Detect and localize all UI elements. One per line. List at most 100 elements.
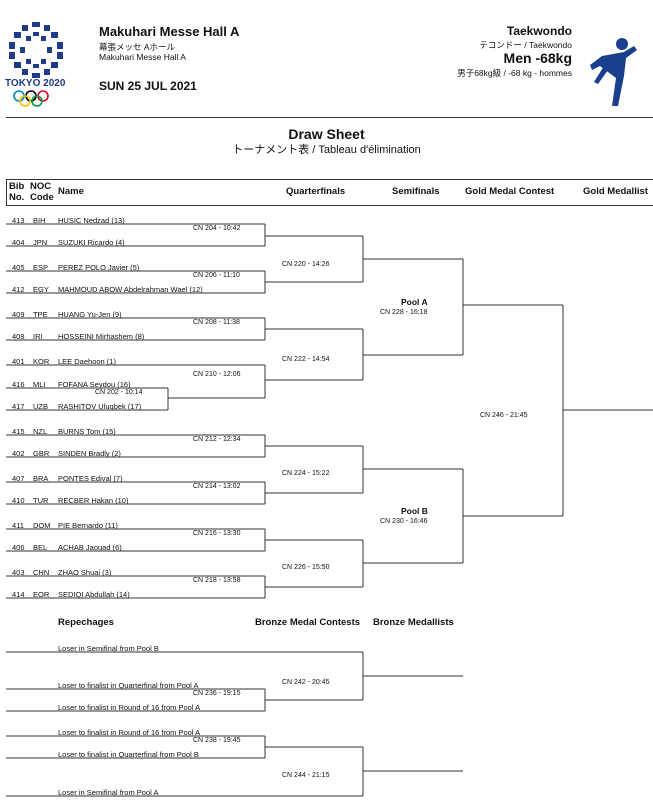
event-date: SUN 25 JUL 2021 bbox=[99, 79, 197, 93]
taekwondo-pictogram-icon bbox=[590, 38, 637, 106]
contest-label: CN 244 - 21:15 bbox=[282, 772, 330, 779]
contest-label: CN 218 - 13:58 bbox=[193, 577, 241, 584]
repechage-entry: Loser to finalist in Round of 16 from Po… bbox=[58, 703, 201, 712]
emblem-icon bbox=[9, 22, 63, 78]
contest-label: CN 242 - 20:45 bbox=[282, 679, 330, 686]
athlete-name: ACHAB Jaouad (6) bbox=[58, 543, 122, 552]
repechage-entry: Loser in Semifinal from Pool B bbox=[58, 644, 159, 653]
athlete-name: HOSSEINI Mirhashem (8) bbox=[58, 332, 145, 341]
contest-label: CN 212 - 12:34 bbox=[193, 436, 241, 443]
contest-label: CN 208 - 11:38 bbox=[193, 319, 240, 326]
athlete-noc: MLI bbox=[33, 380, 46, 389]
sport-name: Taekwondo bbox=[506, 24, 572, 38]
athlete-noc: BRA bbox=[33, 474, 49, 483]
pool-label: Pool A bbox=[401, 297, 428, 307]
athlete-name: SUZUKI Ricardo (4) bbox=[58, 238, 125, 247]
contest-label: CN 238 - 19:45 bbox=[193, 737, 241, 744]
athlete-noc: KOR bbox=[33, 357, 50, 366]
col-bronze-contests: Bronze Medal Contests bbox=[255, 617, 361, 628]
athlete-bib: 413 bbox=[12, 216, 25, 225]
athlete-noc: NZL bbox=[33, 427, 48, 436]
sport-subtitle: テコンドー / Taekwondo bbox=[479, 40, 572, 50]
athlete-bib: 412 bbox=[12, 285, 25, 294]
col-noc-1: NOC bbox=[30, 181, 52, 192]
athlete-bib: 416 bbox=[12, 380, 25, 389]
contest-label: CN 210 - 12:06 bbox=[193, 371, 241, 378]
tokyo-2020-logo: TOKYO 2020 bbox=[5, 20, 66, 110]
col-quarterfinals: Quarterfinals bbox=[286, 186, 346, 197]
contest-label: CN 220 - 14:26 bbox=[282, 261, 330, 268]
contest-label: CN 214 - 13:02 bbox=[193, 483, 241, 490]
contest-label: CN 228 - 16:18 bbox=[380, 309, 428, 316]
athlete-noc: TPE bbox=[33, 310, 48, 319]
event-name: Men -68kg bbox=[503, 50, 572, 66]
col-bronze-medallists: Bronze Medallists bbox=[373, 617, 454, 628]
col-gold-medallist: Gold Medallist bbox=[583, 186, 648, 197]
contest-label: CN 204 - 10:42 bbox=[193, 225, 241, 232]
athlete-name: PIE Bernardo (11) bbox=[58, 521, 118, 530]
col-bib-1: Bib bbox=[9, 181, 25, 192]
athlete-name: FOFANA Seydou (16) bbox=[58, 380, 131, 389]
athlete-bib: 401 bbox=[12, 357, 25, 366]
athlete-bib: 409 bbox=[12, 310, 25, 319]
event-subtitle: 男子68kg級 / -68 kg - hommes bbox=[457, 68, 572, 78]
col-noc-2: Code bbox=[30, 192, 54, 203]
col-name: Name bbox=[58, 186, 84, 197]
athlete-name: RASHITOV Ulugbek (17) bbox=[58, 402, 142, 411]
contest-label: CN 206 - 11:10 bbox=[193, 272, 240, 279]
athlete-bib: 407 bbox=[12, 474, 25, 483]
pool-label: Pool B bbox=[401, 506, 428, 516]
athlete-bib: 406 bbox=[12, 543, 25, 552]
repechage-entry: Loser to finalist in Quarterfinal from P… bbox=[58, 681, 199, 690]
sheet-title: Draw Sheet bbox=[288, 126, 365, 142]
athlete-bib: 415 bbox=[12, 427, 25, 436]
contest-label: CN 246 - 21:45 bbox=[480, 412, 528, 419]
header-divider bbox=[6, 117, 653, 118]
contest-label: CN 224 - 15:22 bbox=[282, 470, 330, 477]
athlete-bib: 402 bbox=[12, 449, 25, 458]
athlete-noc: BEL bbox=[33, 543, 48, 552]
athlete-bib: 405 bbox=[12, 263, 25, 272]
athlete-name: MAHMOUD ABOW Abdelrahman Wael (12) bbox=[58, 285, 203, 294]
athlete-bib: 403 bbox=[12, 568, 25, 577]
athlete-bib: 408 bbox=[12, 332, 25, 341]
athlete-noc: DOM bbox=[33, 521, 51, 530]
table-header-border bbox=[6, 205, 653, 206]
athlete-noc: BIH bbox=[33, 216, 46, 225]
col-repechages: Repechages bbox=[58, 617, 114, 628]
contest-label: CN 226 - 15:50 bbox=[282, 564, 330, 571]
athlete-name: SINDEN Bradly (2) bbox=[58, 449, 121, 458]
contest-label: CN 202 - 10:14 bbox=[95, 389, 143, 396]
col-bib-2: No. bbox=[9, 192, 25, 203]
venue-title: Makuhari Messe Hall A bbox=[99, 24, 240, 39]
col-gold-contest: Gold Medal Contest bbox=[465, 186, 555, 197]
athlete-name: SEDIQI Abdullah (14) bbox=[58, 590, 130, 599]
athlete-bib: 404 bbox=[12, 238, 25, 247]
table-left-border bbox=[6, 179, 7, 205]
athlete-bib: 414 bbox=[12, 590, 25, 599]
repechage-entry: Loser in Semifinal from Pool A bbox=[58, 788, 159, 797]
athlete-noc: EGY bbox=[33, 285, 49, 294]
contest-label: CN 230 - 16:46 bbox=[380, 518, 428, 525]
athlete-noc: CHN bbox=[33, 568, 50, 577]
athlete-noc: UZB bbox=[33, 402, 48, 411]
athlete-bib: 411 bbox=[12, 521, 24, 530]
athlete-noc: ESP bbox=[33, 263, 49, 272]
athlete-name: BURNS Tom (15) bbox=[58, 427, 116, 436]
olympic-rings-icon bbox=[13, 90, 49, 107]
athlete-name: ZHAO Shuai (3) bbox=[58, 568, 112, 577]
col-semifinals: Semifinals bbox=[392, 186, 440, 197]
athlete-noc: EOR bbox=[33, 590, 50, 599]
repechage-entry: Loser to finalist in Round of 16 from Po… bbox=[58, 728, 201, 737]
venue-subtitle: Makuhari Messe Hall A bbox=[99, 52, 186, 62]
athlete-noc: JPN bbox=[33, 238, 48, 247]
athlete-noc: IRI bbox=[33, 332, 43, 341]
athlete-name: HUANG Yu-Jen (9) bbox=[58, 310, 122, 319]
athlete-noc: TUR bbox=[33, 496, 49, 505]
contest-label: CN 216 - 13:30 bbox=[193, 530, 241, 537]
athlete-bib: 410 bbox=[12, 496, 25, 505]
venue-japanese: 幕張メッセ Aホール bbox=[99, 42, 176, 52]
contest-label: CN 236 - 19:15 bbox=[193, 690, 241, 697]
athlete-name: PEREZ POLO Javier (5) bbox=[58, 263, 140, 272]
sheet-subtitle: トーナメント表 / Tableau d'élimination bbox=[232, 144, 421, 156]
